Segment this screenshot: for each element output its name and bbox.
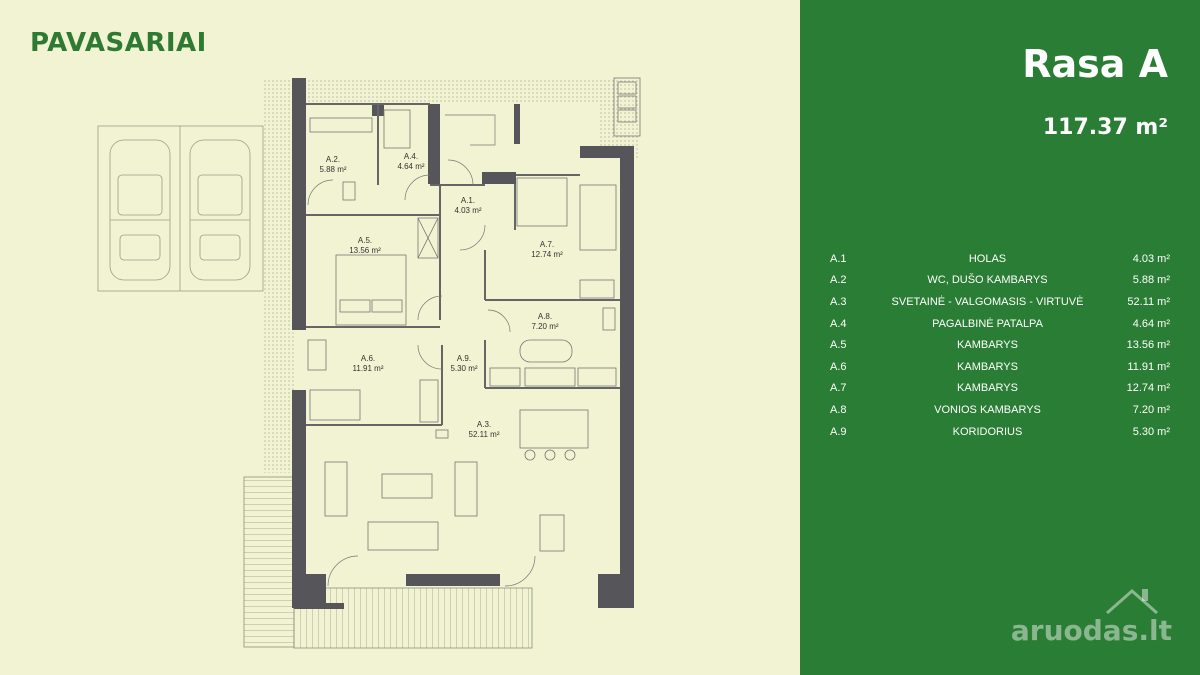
room-code: A.7 (830, 382, 847, 395)
room-name: KORIDORIUS (952, 425, 1023, 438)
room-code: A.2. (325, 155, 341, 164)
room-code: A.9 (830, 425, 847, 438)
room-code: A.4 (830, 317, 847, 330)
room-table: A.1 HOLAS 4.03 m² A.2 WC, DUŠO KAMBARYS … (830, 248, 1170, 442)
info-panel: Rasa A 117.37 m² A.1 HOLAS 4.03 m² A.2 W… (800, 0, 1200, 675)
room-name: KAMBARYS (957, 382, 1018, 395)
room-code: A.5. (357, 236, 373, 245)
room-code: A.7. (539, 240, 555, 249)
car-icon-left (109, 139, 171, 281)
interior-walls (306, 103, 620, 426)
terrace-west (243, 476, 295, 648)
gravel-west (262, 78, 294, 473)
room-code: A.5 (830, 339, 847, 352)
room-area: 13.56 m² (349, 246, 381, 255)
room-code: A.8 (830, 403, 847, 416)
room-code: A.8. (537, 312, 553, 321)
table-row: A.8 VONIOS KAMBARYS 7.20 m² (830, 399, 1170, 421)
room-area: 52.11 m² (1127, 295, 1170, 308)
room-area: 12.74 m² (531, 250, 563, 259)
room-area: 4.64 m² (1132, 317, 1170, 330)
room-name: KAMBARYS (957, 360, 1018, 373)
room-name: PAGALBINĖ PATALPA (932, 317, 1043, 330)
table-row: A.6 KAMBARYS 11.91 m² (830, 356, 1170, 378)
gravel-north (294, 78, 612, 102)
room-name: SVETAINĖ - VALGOMASIS - VIRTUVĖ (891, 295, 1084, 308)
room-area: 5.88 m² (319, 165, 347, 174)
room-name: KAMBARYS (957, 339, 1018, 352)
table-row: A.9 KORIDORIUS 5.30 m² (830, 421, 1170, 443)
table-row: A.5 KAMBARYS 13.56 m² (830, 334, 1170, 356)
table-row: A.3 SVETAINĖ - VALGOMASIS - VIRTUVĖ 52.1… (830, 291, 1170, 313)
table-row: A.4 PAGALBINĖ PATALPA 4.64 m² (830, 313, 1170, 335)
room-area: 11.91 m² (352, 364, 384, 373)
room-area: 5.30 m² (450, 364, 478, 373)
floor-plan-drawing (97, 77, 641, 649)
room-label-a6: A.6. 11.91 m² (353, 354, 384, 374)
brand-logo: PAVASARIAI (30, 28, 207, 58)
planter (613, 77, 641, 137)
room-name: WC, DUŠO KAMBARYS (927, 274, 1048, 287)
room-area: 13.56 m² (1126, 339, 1170, 352)
room-label-a7: A.7. 12.74 m² (531, 240, 563, 260)
room-label-a2: A.2. 5.88 m² (319, 155, 346, 175)
room-code: A.1. (460, 196, 476, 205)
table-row: A.2 WC, DUŠO KAMBARYS 5.88 m² (830, 270, 1170, 292)
room-label-a3: A.3. 52.11 m² (469, 420, 500, 440)
room-area: 4.64 m² (397, 162, 425, 171)
room-code: A.4. (403, 152, 419, 161)
parking-area (97, 125, 264, 292)
room-area: 4.03 m² (1132, 252, 1170, 265)
room-area: 5.88 m² (1132, 274, 1170, 287)
table-row: A.7 KAMBARYS 12.74 m² (830, 378, 1170, 400)
floor-plan: A.2. 5.88 m² A.4. 4.64 m² A.1. 4.03 m² A… (97, 77, 641, 649)
room-name: HOLAS (968, 252, 1007, 265)
room-label-a9: A.9. 5.30 m² (450, 354, 477, 374)
room-label-a8: A.8. 7.20 m² (531, 312, 558, 332)
watermark: aruodas.lt (1010, 614, 1172, 647)
room-code: A.3 (830, 295, 847, 308)
room-label-a5: A.5. 13.56 m² (349, 236, 381, 256)
room-area: 7.20 m² (531, 322, 559, 331)
room-area: 11.91 m² (1127, 360, 1170, 373)
room-area: 7.20 m² (1132, 403, 1170, 416)
exterior-walls (292, 78, 634, 609)
fixtures (307, 109, 617, 552)
room-code: A.1 (830, 252, 847, 265)
gravel-ne (600, 78, 640, 158)
room-area: 52.11 m² (468, 430, 500, 439)
room-area: 4.03 m² (454, 206, 482, 215)
room-code: A.2 (830, 274, 847, 287)
room-code: A.9. (456, 354, 472, 363)
table-row: A.1 HOLAS 4.03 m² (830, 248, 1170, 270)
house-icon (1106, 589, 1158, 615)
unit-area: 117.37 m² (1042, 115, 1168, 140)
unit-title: Rasa A (1022, 42, 1168, 86)
room-name: VONIOS KAMBARYS (934, 403, 1041, 416)
room-code: A.6 (830, 360, 847, 373)
room-label-a1: A.1. 4.03 m² (454, 196, 481, 216)
terrace-south (293, 587, 533, 649)
room-code: A.3. (476, 420, 492, 429)
room-label-a4: A.4. 4.64 m² (397, 152, 424, 172)
door-swings (307, 114, 536, 587)
room-area: 5.30 m² (1132, 425, 1170, 438)
room-area: 12.74 m² (1126, 382, 1170, 395)
room-code: A.6. (360, 354, 376, 363)
car-icon-right (189, 139, 251, 281)
